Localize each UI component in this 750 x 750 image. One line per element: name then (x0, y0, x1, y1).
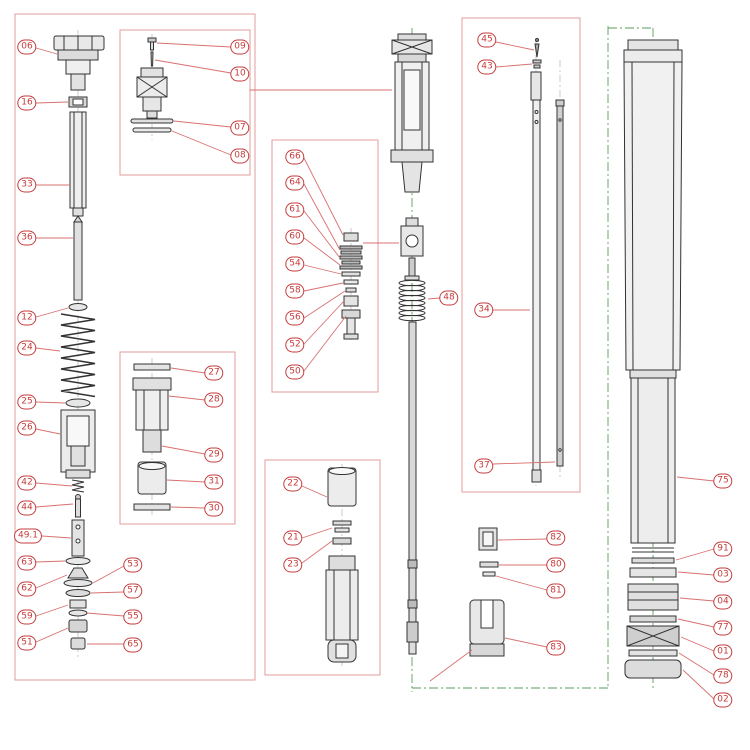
part-guide-cylinder (327, 467, 357, 507)
part-washer-58 (343, 279, 359, 285)
part-cylinder-31 (137, 461, 167, 495)
part-rod-bracket (400, 217, 424, 279)
part-ring-91 (631, 557, 675, 564)
part-washer-54 (341, 271, 361, 277)
part-shim-08 (132, 127, 172, 133)
part-washer-56 (345, 287, 357, 293)
part-washer-81 (482, 571, 496, 577)
part-shim-07 (130, 118, 174, 124)
part-washer-21b (334, 527, 350, 533)
part-bolt-50 (341, 309, 361, 340)
part-cartridge-tube (530, 71, 542, 483)
part-push-rod (73, 215, 83, 301)
part-oil-seal-01 (626, 625, 680, 647)
part-piston-body (132, 377, 172, 431)
part-ring-03 (629, 567, 677, 578)
part-axle-holder (469, 599, 505, 657)
box-shim-stack (271, 139, 379, 393)
part-pin (75, 494, 81, 518)
leader-lines (35, 41, 715, 700)
rods-box-parts (530, 38, 565, 483)
shim-stack-parts (339, 232, 363, 340)
box-inset-top (119, 29, 251, 176)
part-seal-head (325, 555, 359, 663)
box-left-assembly (14, 13, 256, 681)
box-inset-middle (119, 351, 236, 525)
part-ring-78 (628, 649, 678, 657)
part-inner-piece-29 (142, 429, 162, 453)
part-rebound-rod (555, 99, 565, 467)
box-rods (461, 17, 581, 493)
part-small-spring (71, 479, 85, 493)
part-ring-77 (629, 615, 677, 623)
part-plate-27 (133, 363, 171, 371)
part-shim-stack (339, 245, 363, 270)
part-outer-tube (623, 39, 683, 553)
inset-top-parts (130, 37, 174, 133)
part-bushing-82 (478, 527, 498, 551)
part-dust-seal-02 (624, 659, 682, 679)
part-nut-66 (343, 232, 359, 242)
outer-tube-parts (623, 39, 683, 679)
part-tip-washers (532, 59, 542, 69)
part-cartridge-body (60, 409, 96, 479)
rod-guide-parts (325, 467, 359, 663)
part-washer-30 (133, 503, 171, 511)
part-washer-80 (479, 561, 499, 568)
part-damper-head (390, 33, 434, 193)
center-damper-assembly (390, 33, 434, 655)
part-rebound-spring (398, 275, 426, 322)
part-washer-12 (68, 303, 88, 311)
part-shaft (71, 519, 85, 557)
part-spring-seat (65, 398, 91, 408)
bottom-right-parts (469, 527, 505, 657)
part-main-spring (60, 313, 96, 398)
part-needle (150, 51, 154, 67)
part-fork-cap (53, 35, 105, 91)
part-spacer (68, 96, 88, 108)
part-adjuster-screw (147, 37, 157, 51)
part-collar-52 (343, 295, 359, 307)
box-rod-guide (264, 459, 381, 676)
part-seal-04 (627, 583, 679, 611)
part-washer-23 (332, 537, 352, 545)
part-needle-tip (534, 38, 540, 58)
detail-boxes (14, 13, 581, 681)
left-assembly-parts (53, 35, 105, 650)
inset-middle-parts (132, 363, 172, 511)
part-compression-holder (136, 67, 168, 119)
part-washer-21a (332, 520, 352, 526)
part-tube-section (69, 111, 87, 217)
part-damper-rod (406, 321, 419, 655)
